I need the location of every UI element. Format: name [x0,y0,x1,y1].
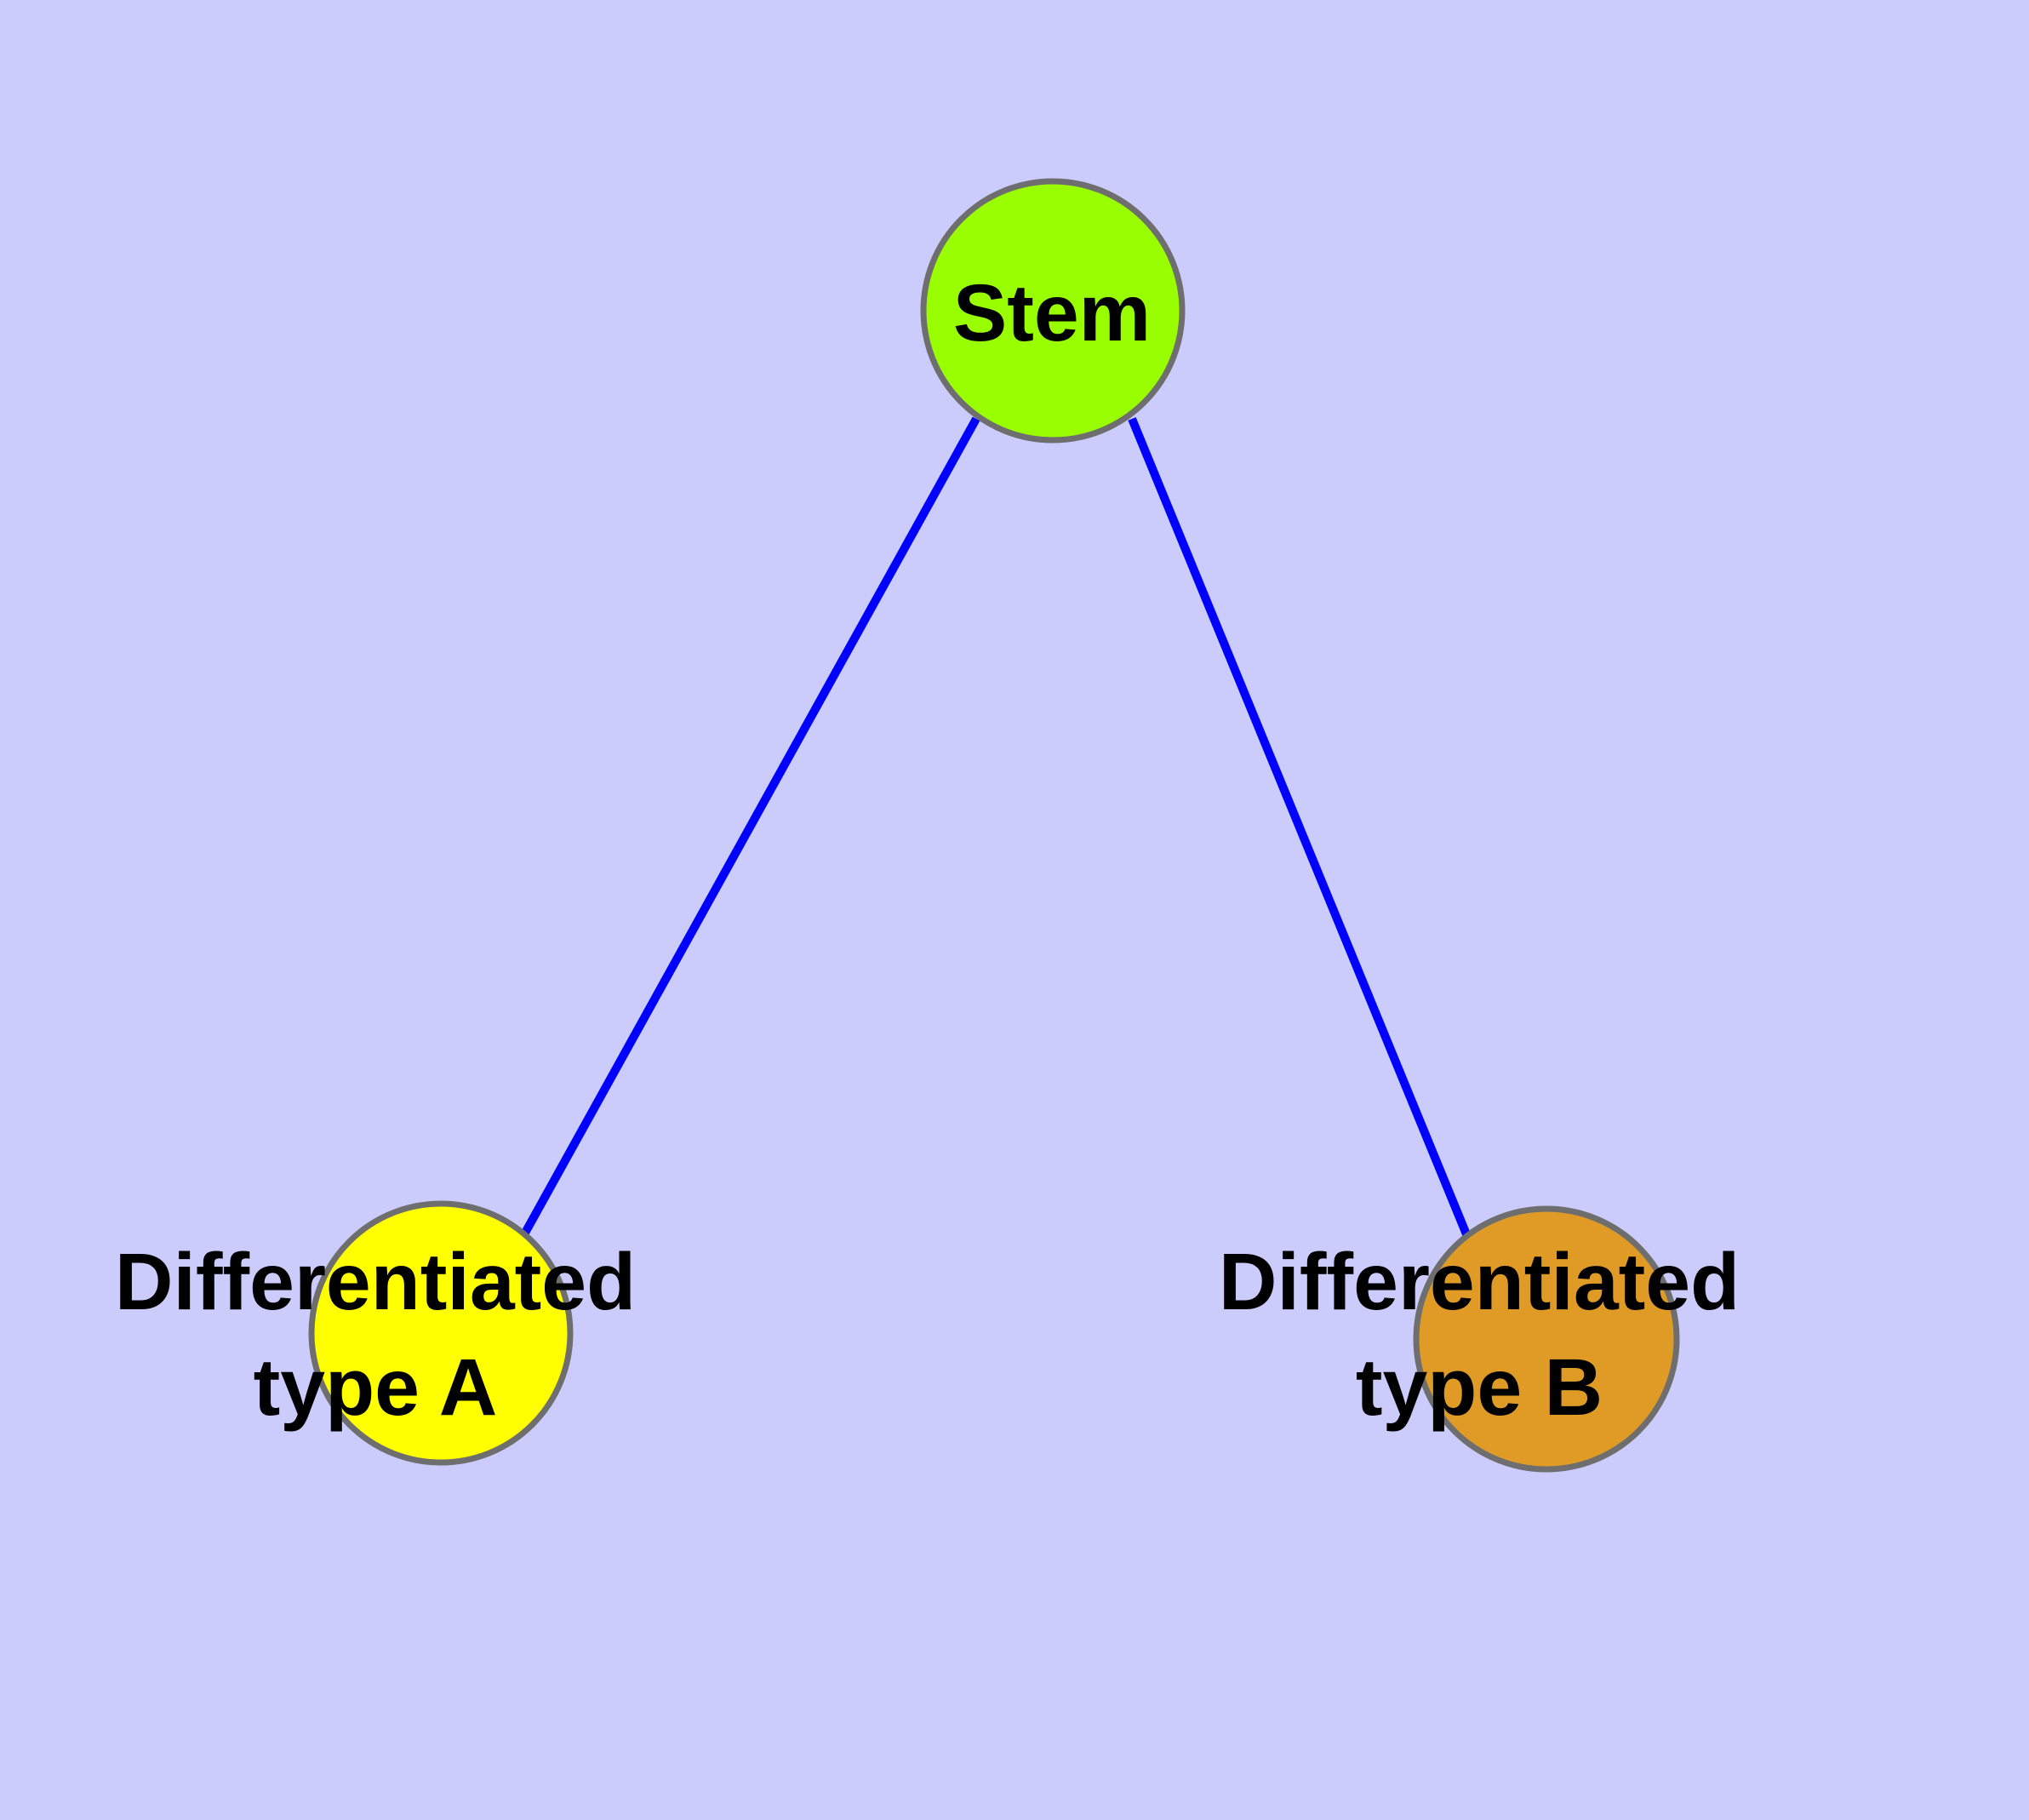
node-differentiated-type-a-label-line2: type A [254,1342,498,1433]
node-layer [308,178,1680,1473]
edge-stem-to-differentiated-type-b[interactable] [1128,417,1471,1236]
node-stem-label-line1: Stem [953,268,1151,358]
edge-layer [520,416,1471,1237]
node-stem[interactable] [920,178,1186,444]
node-differentiated-type-a-label-line1: Differentiated [115,1237,636,1327]
label-layer: Stem Differentiated type A Differentiate… [115,268,1740,1433]
node-differentiated-type-a[interactable] [308,1200,574,1466]
node-differentiated-type-b-label-line1: Differentiated [1219,1237,1740,1327]
node-differentiated-type-b[interactable] [1413,1205,1680,1473]
edge-stem-to-differentiated-type-a[interactable] [520,416,980,1237]
node-differentiated-type-b-label-line2: type B [1356,1342,1603,1433]
